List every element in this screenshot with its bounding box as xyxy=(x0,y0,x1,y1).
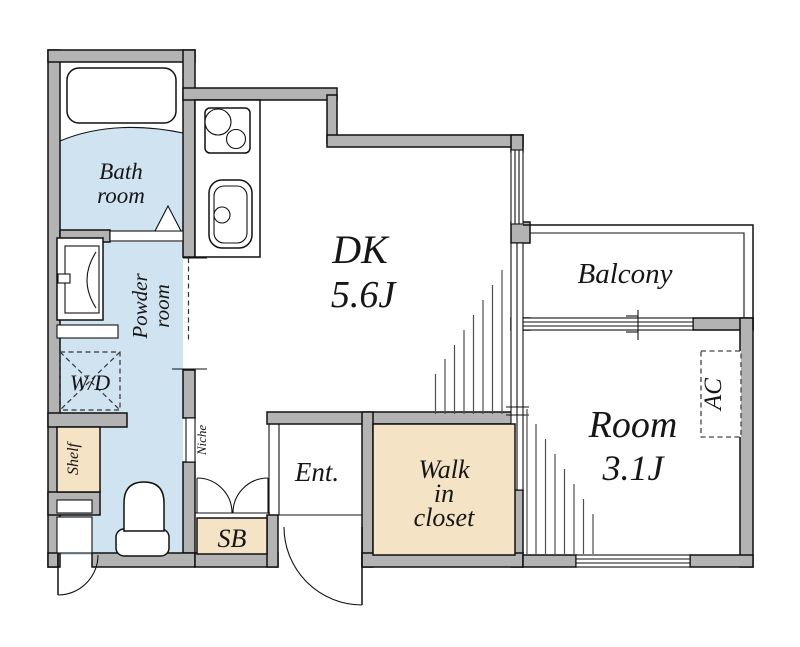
bathroom-door xyxy=(109,230,184,242)
wall-segment xyxy=(194,552,279,568)
wall-segment xyxy=(47,49,196,63)
wall-segment xyxy=(510,134,524,153)
washer-dryer-label: W/D xyxy=(70,370,110,395)
vanity-handle xyxy=(57,273,71,284)
labels: Bath room Powder room W/D Shelf Niche SB… xyxy=(65,159,727,553)
utility-door-swing xyxy=(57,554,99,596)
sink-drain xyxy=(213,206,231,224)
toilet-bowl xyxy=(123,481,165,532)
lower-slot xyxy=(56,499,93,514)
entrance-label: Ent. xyxy=(294,457,339,487)
fixtures xyxy=(56,67,742,557)
wall-segment xyxy=(739,317,754,568)
ac-unit-box xyxy=(700,350,742,438)
wall-segment xyxy=(522,554,577,568)
window xyxy=(575,554,691,568)
shoe-box-label: SB xyxy=(218,524,247,553)
wall-segment xyxy=(326,134,524,148)
windows-and-doors xyxy=(57,149,754,606)
shelf-box xyxy=(56,426,101,493)
wall-segment xyxy=(266,514,279,568)
powder-room-label: room xyxy=(150,284,174,328)
walk-in-closet-label: in xyxy=(434,479,454,508)
washer-dryer-diagonal xyxy=(59,351,121,411)
walk-in-closet-label: Walk xyxy=(418,455,469,484)
wall-segment xyxy=(689,554,754,568)
bathroom-door-swing-icon xyxy=(154,204,182,232)
shoe-box-door-swing xyxy=(232,477,269,514)
stove-burner xyxy=(204,108,232,136)
shoe-box-door-swing xyxy=(196,477,233,514)
walls xyxy=(47,49,754,568)
toilet-tank xyxy=(115,528,170,557)
window xyxy=(522,317,694,331)
balcony-label: Balcony xyxy=(577,258,672,290)
dk-size-label: 5.6J xyxy=(331,274,398,316)
wall-segment xyxy=(361,411,374,568)
balcony-outer-edge xyxy=(523,224,754,330)
lower-cabinet xyxy=(56,516,93,554)
window xyxy=(510,149,524,225)
ac-label: AC xyxy=(700,378,727,412)
wall-segment xyxy=(182,87,338,101)
wall-segment xyxy=(47,552,59,568)
vanity-bowl-curve xyxy=(86,251,97,309)
wall-segment xyxy=(182,49,196,258)
walk-in-closet-floor xyxy=(372,423,516,556)
hatch-lines xyxy=(434,270,594,554)
washer-dryer-diagonal xyxy=(59,351,121,411)
towel-shelf xyxy=(56,324,119,339)
bath-water-edge xyxy=(59,126,184,142)
room-size-label: 3.1J xyxy=(602,448,666,488)
wall-segment xyxy=(266,411,516,425)
bathroom-water-area xyxy=(60,127,183,232)
niche-label: Niche xyxy=(194,425,209,457)
wall-segment xyxy=(182,369,196,419)
stove-burner xyxy=(225,128,247,150)
room-label: Room xyxy=(588,404,678,446)
shoe-box xyxy=(196,517,268,555)
entrance-door-swing xyxy=(283,526,363,606)
balcony-inner-edge xyxy=(530,232,745,318)
powder-room-label: Powder xyxy=(128,273,152,340)
bathtub xyxy=(66,67,177,124)
niche-marker xyxy=(185,417,196,463)
wall-segment xyxy=(47,412,128,428)
wall-segment xyxy=(182,461,196,554)
shelf-label: Shelf xyxy=(65,440,82,475)
bathroom-label: Bath xyxy=(99,159,142,184)
walk-in-closet-label: closet xyxy=(414,503,475,532)
washer-dryer-box xyxy=(59,351,121,411)
dk-label: DK xyxy=(331,227,390,272)
bathroom-label: room xyxy=(97,183,145,208)
